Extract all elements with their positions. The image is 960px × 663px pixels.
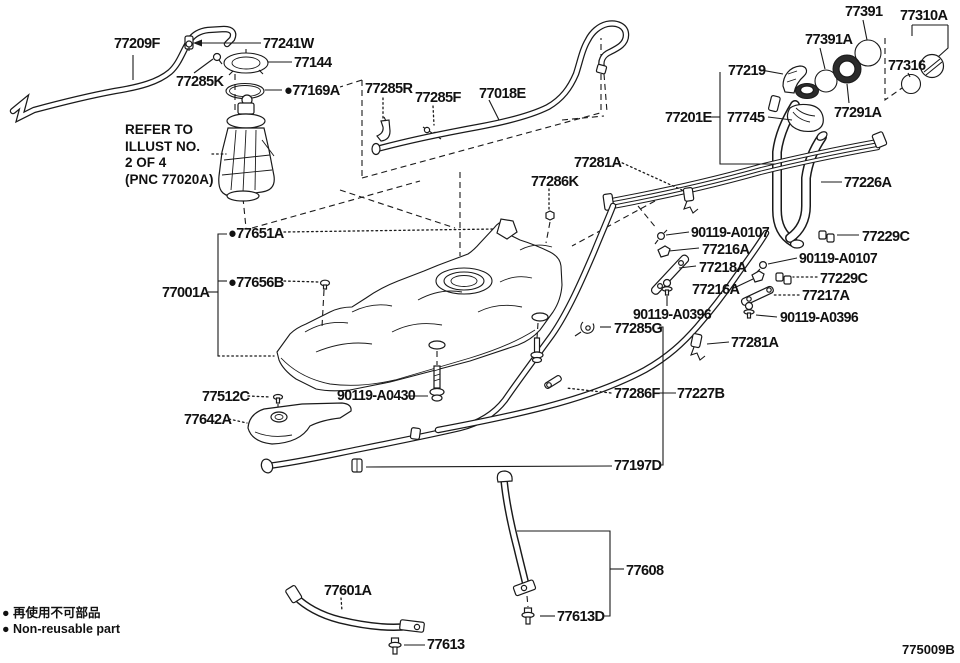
- protector-77642A: [247, 402, 352, 445]
- clip-77216A-1: [657, 245, 671, 258]
- nut-77286K: [545, 210, 555, 221]
- clamp-77285R: [376, 116, 391, 142]
- screw-90119-A0107-1: [654, 229, 668, 245]
- legend-non-reusable-jp: ● 再使用不可部品: [2, 606, 101, 620]
- part-label-77285R[interactable]: 77285R: [365, 80, 413, 97]
- part-label-77197D[interactable]: 77197D: [614, 457, 662, 474]
- strap-77601A: [285, 585, 425, 633]
- clip-77281A-lower: [690, 333, 706, 361]
- clip-77281A-upper: [682, 187, 699, 214]
- part-label-77209F[interactable]: 77209F: [114, 35, 160, 52]
- plug-77285K: [212, 52, 223, 65]
- part-label-90119-A0430[interactable]: 90119-A0430: [337, 388, 416, 404]
- part-label-77745[interactable]: 77745: [727, 109, 765, 126]
- part-label-77285F[interactable]: 77285F: [415, 89, 461, 106]
- refer-note: REFER TO ILLUST NO. 2 OF 4 (PNC 77020A): [125, 122, 214, 187]
- part-label-77169A[interactable]: ●77169A: [284, 82, 340, 99]
- tube-clip: [409, 427, 421, 440]
- part-label-77286K[interactable]: 77286K: [531, 173, 579, 190]
- part-label-77391[interactable]: 77391: [845, 3, 883, 20]
- part-label-77281A-upper[interactable]: 77281A: [574, 154, 622, 171]
- bolt-right-boss: [530, 337, 544, 364]
- retainer-77144: [223, 49, 269, 76]
- part-label-77217A[interactable]: 77217A: [802, 287, 850, 304]
- part-label-77144[interactable]: 77144: [294, 54, 332, 71]
- lower-tubes: [260, 187, 770, 474]
- part-label-77226A[interactable]: 77226A: [844, 174, 892, 191]
- bolt-77613: [388, 637, 402, 655]
- tube-bundle: [602, 131, 888, 211]
- stud-77286F: [544, 375, 562, 389]
- tube-77018E: [371, 20, 630, 156]
- legend-non-reusable-en: ● Non-reusable part: [2, 622, 120, 636]
- grommet-77512C: [272, 393, 284, 404]
- tank-flap: [496, 218, 518, 240]
- part-label-77201E[interactable]: 77201E: [665, 109, 712, 126]
- part-label-77241W[interactable]: 77241W: [263, 35, 314, 52]
- strap-boss-left: [428, 340, 446, 350]
- part-label-90119-A0396-2[interactable]: 90119-A0396: [780, 310, 859, 326]
- part-label-77391A[interactable]: 77391A: [805, 31, 853, 48]
- bolt-90119-A0396-1: [661, 278, 673, 296]
- part-label-90119-A0107-1[interactable]: 90119-A0107: [691, 225, 770, 241]
- gasket-77391: [854, 39, 882, 67]
- bolt-90119-A0396-2: [743, 301, 755, 319]
- nut-77229C-2: [775, 272, 792, 285]
- leader-lines: [132, 19, 949, 646]
- bracket-77217A: [740, 285, 774, 306]
- construction-lines: [234, 38, 903, 608]
- strap-77608: [496, 470, 537, 597]
- part-label-77001A[interactable]: 77001A: [162, 284, 210, 301]
- part-label-77285K[interactable]: 77285K: [176, 73, 224, 90]
- part-label-77512C[interactable]: 77512C: [202, 388, 250, 405]
- part-label-90119-A0396-1[interactable]: 90119-A0396: [633, 307, 712, 323]
- part-label-77608[interactable]: 77608: [626, 562, 664, 579]
- fuel-pump-module: [218, 94, 275, 202]
- screw-77241W: [185, 40, 193, 51]
- gasket-77391A: [814, 69, 838, 93]
- part-label-77229C-2[interactable]: 77229C: [820, 270, 868, 287]
- part-label-77229C-1[interactable]: 77229C: [862, 228, 910, 245]
- figure-code: 775009B: [902, 642, 955, 657]
- part-label-77316[interactable]: 77316: [888, 57, 926, 74]
- part-label-77601A[interactable]: 77601A: [324, 582, 372, 599]
- clip-77216A-2: [751, 270, 765, 283]
- clamp-77285G: [574, 321, 595, 337]
- bolt-77613D: [521, 607, 535, 625]
- part-label-77216A-2[interactable]: 77216A: [692, 281, 740, 298]
- part-label-77613[interactable]: 77613: [427, 636, 465, 653]
- part-label-77281A-lower[interactable]: 77281A: [731, 334, 779, 351]
- part-label-77291A[interactable]: 77291A: [834, 104, 882, 121]
- screw-90119-A0107-2: [756, 261, 767, 273]
- part-label-77285G[interactable]: 77285G: [614, 320, 663, 337]
- part-label-77218A[interactable]: 77218A: [699, 259, 747, 276]
- part-label-77227B[interactable]: 77227B: [677, 385, 725, 402]
- bolt-90119-A0430: [429, 365, 445, 402]
- strap-boss-right: [531, 312, 549, 322]
- part-label-77286F[interactable]: 77286F: [614, 385, 660, 402]
- ring-77316: [900, 73, 922, 95]
- fuel-tank: [276, 218, 563, 392]
- part-label-90119-A0107-2[interactable]: 90119-A0107: [799, 251, 878, 267]
- part-label-77310A[interactable]: 77310A: [900, 7, 948, 24]
- plug-77656B: [319, 279, 331, 290]
- hardware-cluster: [650, 229, 835, 319]
- part-label-77656B[interactable]: ●77656B: [228, 274, 284, 291]
- part-label-77216A-1[interactable]: 77216A: [702, 241, 750, 258]
- part-label-77651A[interactable]: ●77651A: [228, 225, 284, 242]
- nut-77229C-1: [818, 230, 835, 243]
- part-label-77219[interactable]: 77219: [728, 62, 766, 79]
- part-label-77613D[interactable]: 77613D: [557, 608, 605, 625]
- bracket-77218A: [650, 254, 690, 295]
- part-label-77018E[interactable]: 77018E: [479, 85, 526, 102]
- part-label-77642A[interactable]: 77642A: [184, 411, 232, 428]
